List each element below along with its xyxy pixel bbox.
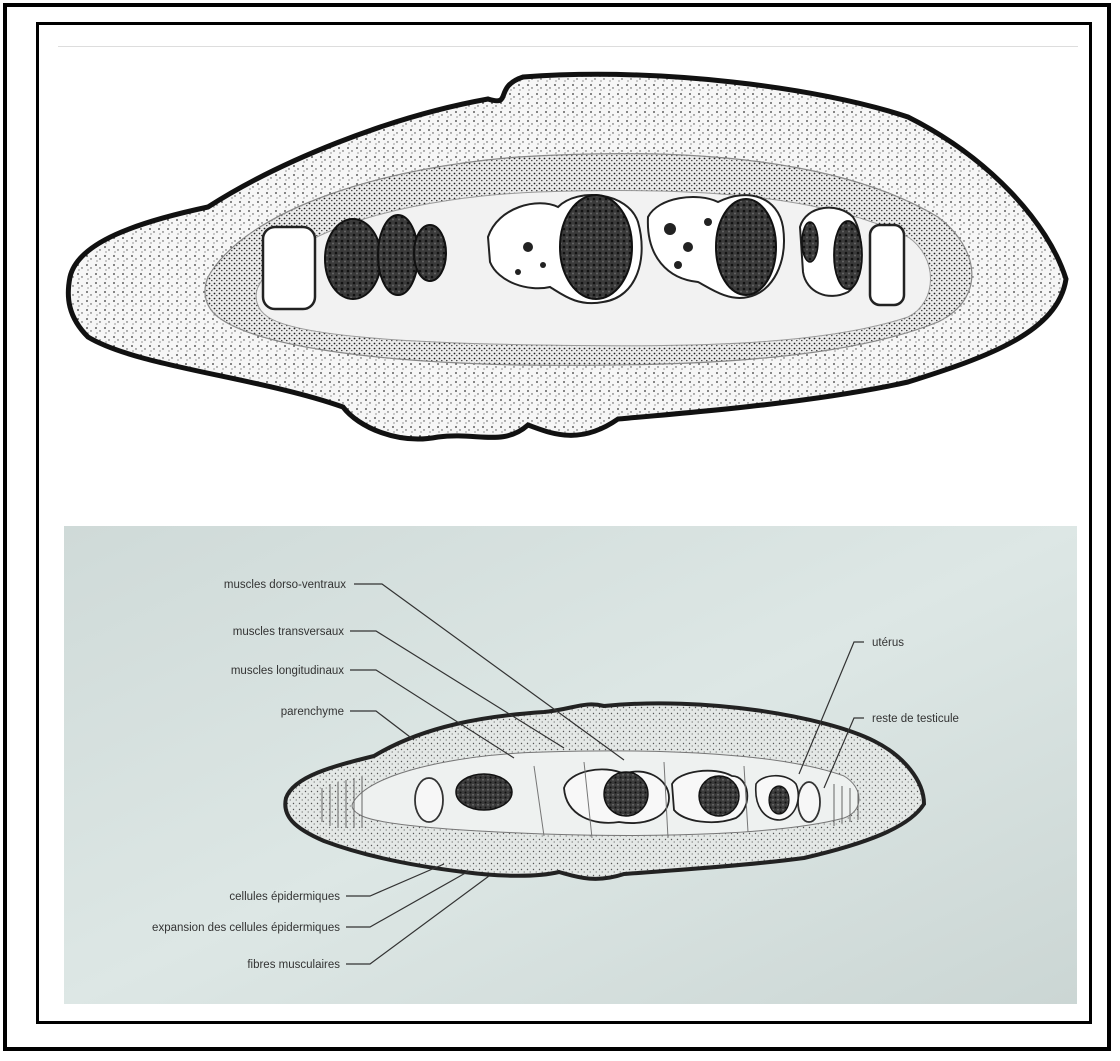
label-reste-de-testicule: reste de testicule xyxy=(872,713,959,725)
left-canal xyxy=(415,778,443,822)
label-cellules-epidermiques: cellules épidermiques xyxy=(229,891,340,903)
bottom-labelled-diagram: muscles dorso-ventraux muscles transvers… xyxy=(64,526,1077,1004)
organ-c-mass xyxy=(699,776,739,816)
right-excretory-canal xyxy=(870,225,904,305)
right-canal xyxy=(798,782,820,822)
organ-b-mass xyxy=(604,772,648,816)
organ-a xyxy=(456,774,512,810)
bottom-diagram-svg: muscles dorso-ventraux muscles transvers… xyxy=(64,526,1077,1004)
top-cross-section-drawing xyxy=(58,46,1078,479)
label-muscles-longitudinaux: muscles longitudinaux xyxy=(231,665,344,677)
organ-cluster-4 xyxy=(800,208,862,296)
label-expansion-cellules-epidermiques: expansion des cellules épidermiques xyxy=(152,922,340,934)
label-muscles-transversaux: muscles transversaux xyxy=(233,626,344,638)
label-parenchyme: parenchyme xyxy=(281,706,344,718)
left-excretory-canal xyxy=(263,227,315,309)
label-fibres-musculaires: fibres musculaires xyxy=(247,959,340,971)
label-uterus: utérus xyxy=(872,637,904,649)
top-cross-section-svg xyxy=(58,47,1078,479)
label-muscles-dorso-ventraux: muscles dorso-ventraux xyxy=(224,579,346,591)
organ-d-mass xyxy=(769,786,789,814)
